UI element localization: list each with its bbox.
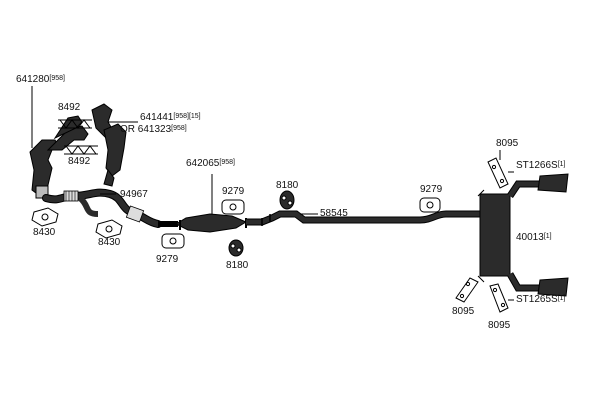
- part-number: ST1266S: [516, 160, 558, 171]
- part-note: [1]: [557, 295, 566, 302]
- upper-tailpipe: [507, 180, 540, 198]
- part-number: 9279: [420, 184, 443, 195]
- part-number: 8180: [276, 180, 299, 191]
- label-8430-mid: 8430: [98, 237, 120, 248]
- muffler: [477, 189, 511, 283]
- part-note: [958]: [49, 75, 65, 82]
- upper-exhaust-tip: [537, 173, 569, 193]
- label-8492-upper: 8492: [58, 102, 80, 113]
- label-8180-upper: 8180: [276, 180, 298, 191]
- part-number: 8430: [98, 237, 121, 248]
- part-number: 641441: [140, 112, 174, 123]
- label-9279-right: 9279: [420, 184, 442, 195]
- intermediate-pipe: [246, 210, 484, 226]
- part-number: 641323: [137, 124, 172, 135]
- lower-rubber-hanger: [228, 239, 244, 257]
- label-8095-bottom: 8095: [488, 320, 510, 331]
- label-8095-top: 8095: [496, 138, 518, 149]
- part-number: 8430: [33, 227, 56, 238]
- top-hanger-bracket: [487, 157, 509, 189]
- label-9279-left: 9279: [156, 254, 178, 265]
- center-clamp: [221, 199, 245, 215]
- label-94967: 94967: [120, 189, 148, 200]
- part-note: [958]: [171, 125, 187, 132]
- label-st1265s: ST1265S[1]: [516, 294, 566, 305]
- label-8430-left: 8430: [33, 227, 55, 238]
- lower-tailpipe: [506, 272, 540, 292]
- part-note: [1]: [557, 161, 566, 168]
- label-641441: 641441[958][15]: [140, 112, 201, 123]
- part-number: 94967: [120, 189, 148, 200]
- part-number: ST1265S: [516, 294, 558, 305]
- catalytic-converter: [158, 213, 248, 233]
- label-642065: 642065[958]: [186, 158, 235, 169]
- left-flange-gasket: [31, 207, 59, 227]
- lower-exhaust-tip: [537, 277, 569, 297]
- part-number: 9279: [222, 186, 245, 197]
- upper-rubber-hanger: [279, 190, 295, 210]
- part-number: 8095: [452, 306, 475, 317]
- alt-prefix: OR: [120, 124, 135, 135]
- label-58545: 58545: [320, 208, 348, 219]
- part-number: 40013: [516, 232, 544, 243]
- bottom-left-hanger-bracket: [455, 277, 479, 303]
- label-40013: 40013[1]: [516, 232, 552, 243]
- label-8492-lower: 8492: [68, 156, 90, 167]
- left-clamp: [161, 233, 185, 249]
- part-number: 8492: [58, 102, 81, 113]
- upper-manifold-gasket: [58, 119, 92, 129]
- part-number: 8180: [226, 260, 249, 271]
- left-exhaust-manifold: [29, 115, 89, 199]
- middle-flange-gasket: [95, 219, 123, 239]
- right-exhaust-manifold: [91, 103, 127, 187]
- part-number: 9279: [156, 254, 179, 265]
- part-note: [958]: [219, 159, 235, 166]
- lower-manifold-gasket: [64, 145, 98, 155]
- label-9279-center: 9279: [222, 186, 244, 197]
- label-641280: 641280[958]: [16, 74, 65, 85]
- part-number: 58545: [320, 208, 348, 219]
- part-number: 641280: [16, 74, 50, 85]
- label-st1266s: ST1266S[1]: [516, 160, 566, 171]
- bottom-hanger-bracket: [489, 283, 509, 313]
- label-641323: OR 641323[958]: [120, 124, 187, 135]
- part-note: [1]: [543, 233, 552, 240]
- part-number: 8095: [488, 320, 511, 331]
- label-8095-bottom-left: 8095: [452, 306, 474, 317]
- part-number: 8492: [68, 156, 91, 167]
- label-8180-lower: 8180: [226, 260, 248, 271]
- part-number: 642065: [186, 158, 220, 169]
- part-note: [958][15]: [173, 113, 201, 120]
- part-number: 8095: [496, 138, 519, 149]
- right-clamp: [419, 197, 441, 213]
